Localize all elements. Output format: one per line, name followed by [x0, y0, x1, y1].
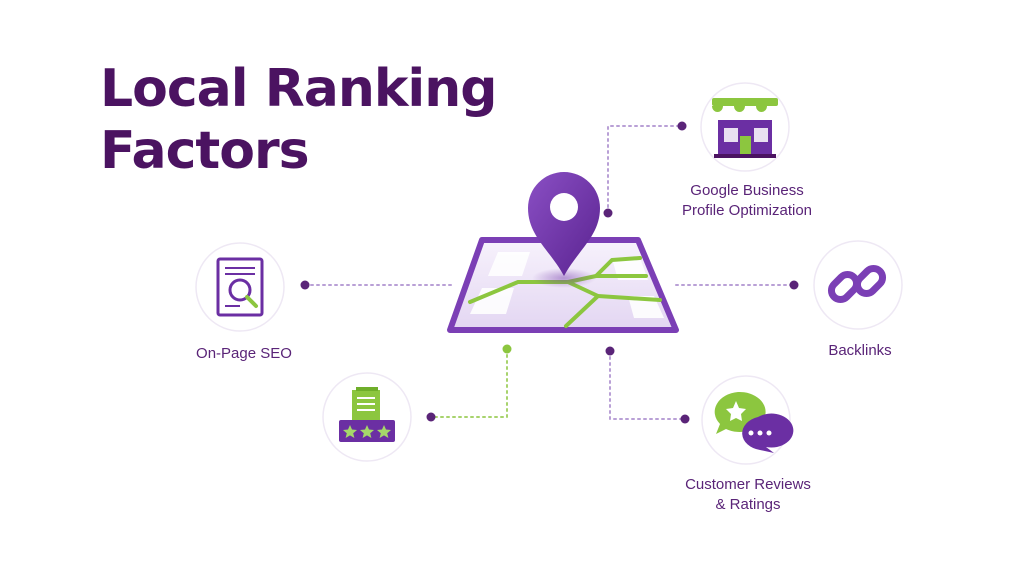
chain-link-icon — [827, 264, 887, 304]
factor-reviews-badge — [701, 375, 794, 465]
location-pin-icon — [528, 172, 600, 276]
storefront-icon — [712, 98, 778, 158]
connector-dot — [426, 412, 436, 422]
title-line-1: Local Ranking — [100, 59, 497, 119]
connector-reviews — [609, 350, 686, 420]
factor-gbp-label: Google Business Profile Optimization — [681, 182, 813, 219]
connector-citations — [430, 348, 508, 418]
factor-gbp-badge — [700, 82, 790, 172]
factor-backlinks-badge — [813, 240, 903, 330]
connector-dot — [502, 344, 512, 354]
title-line-2: Factors — [100, 121, 310, 181]
connector-dot — [677, 121, 687, 131]
page-title: Local Ranking Factors — [100, 58, 497, 182]
chat-star-icon — [714, 391, 794, 453]
rating-card-icon — [339, 387, 395, 442]
connectors — [304, 125, 795, 420]
connector-dot — [603, 208, 613, 218]
connector-dot — [605, 346, 615, 356]
connector-dot — [789, 280, 799, 290]
connector-dot — [680, 414, 690, 424]
factor-reviews-label: Customer Reviews & Ratings — [685, 476, 811, 513]
factor-onpage-label: On-Page SEO — [196, 345, 292, 362]
map-icon — [447, 237, 679, 333]
factor-citations-badge — [322, 372, 412, 462]
factor-backlinks-label: Backlinks — [828, 342, 892, 359]
connector-gbp — [607, 125, 683, 214]
factor-onpage-badge — [195, 242, 285, 332]
connector-dots — [300, 121, 799, 424]
connector-dot — [300, 280, 310, 290]
document-magnifier-icon — [216, 257, 264, 317]
